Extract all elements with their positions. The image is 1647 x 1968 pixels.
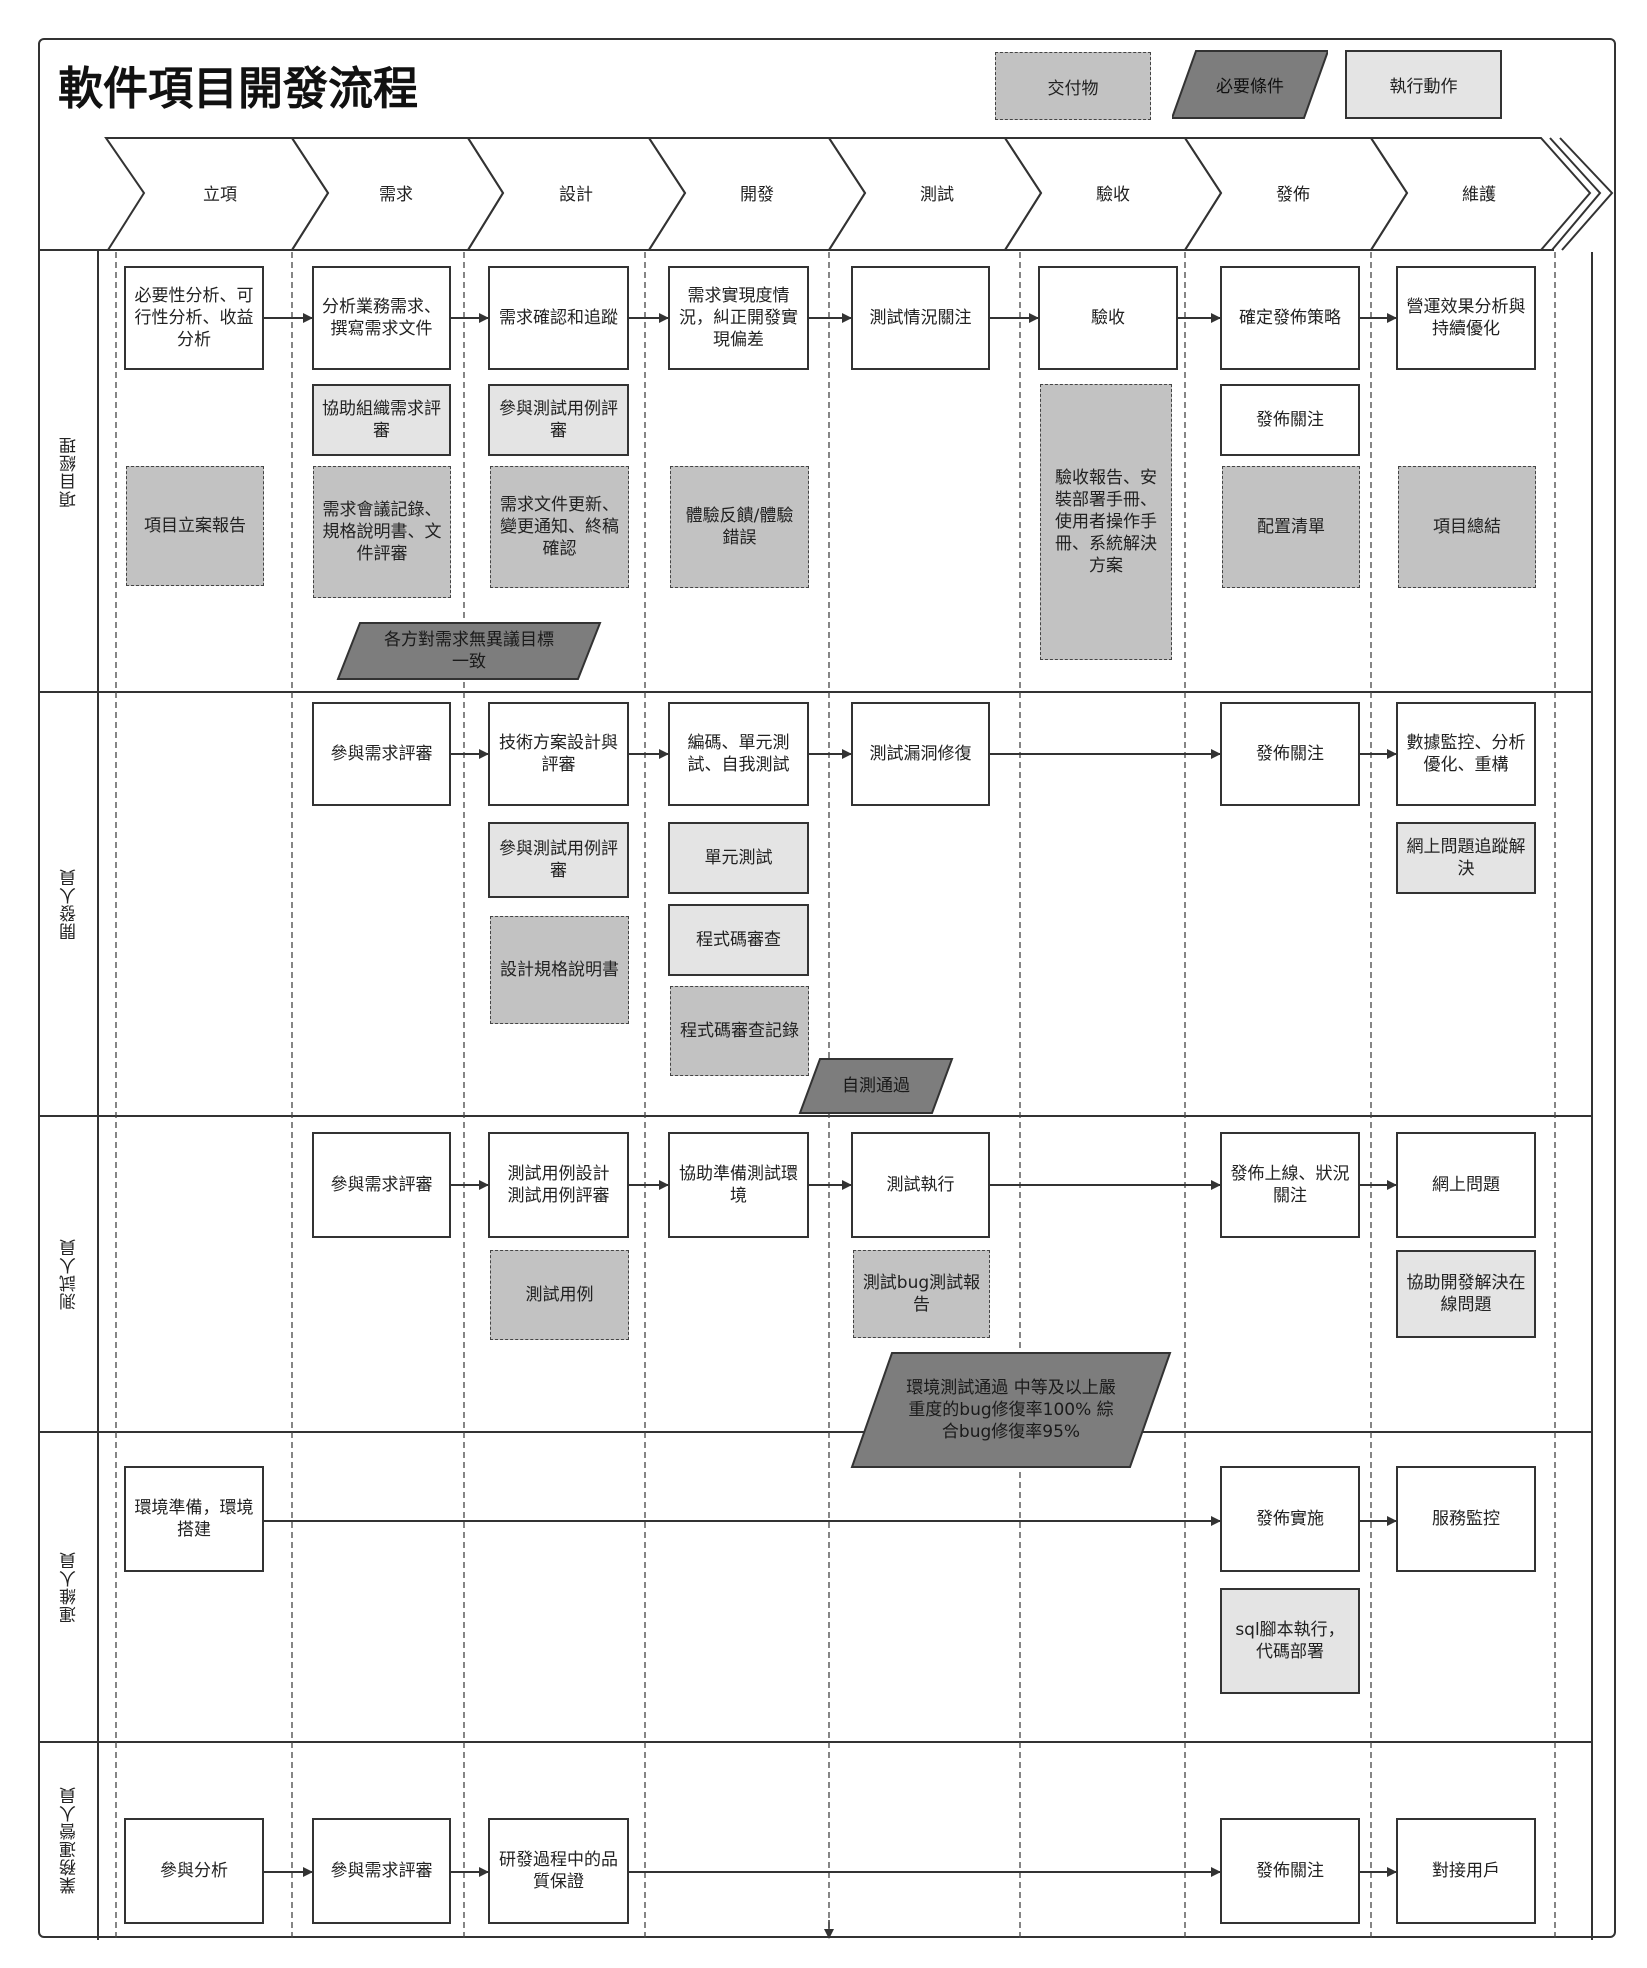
biz-maint-users[interactable]: 對接用戶 [1396,1818,1536,1924]
pm-release-strategy[interactable]: 確定發佈策略 [1220,266,1360,370]
qa-test-exec[interactable]: 測試執行 [851,1132,990,1238]
dev-design-tech[interactable]: 技術方案設計與評審 [488,702,629,806]
qa-dev-env[interactable]: 協助準備測試環境 [668,1132,809,1238]
legend-action-label: 執行動作 [1389,77,1458,97]
ops-release-exec[interactable]: 發佈實施 [1220,1466,1360,1572]
phase-label-initiation: 立項 [203,185,237,205]
qa-test-report[interactable]: 測試bug測試報告 [853,1250,990,1338]
lane-label-project-manager: 項目經理 [59,436,80,508]
phase-label-maintenance: 維護 [1462,185,1496,205]
dev-coding[interactable]: 編碼、單元測試、自我測試 [668,702,809,806]
legend-deliverable: 交付物 [995,52,1151,120]
phase-label-requirements: 需求 [379,185,413,205]
biz-join-analysis[interactable]: 參與分析 [124,1818,264,1924]
dev-design-testcase[interactable]: 參與測試用例評審 [488,822,629,898]
dev-code-review[interactable]: 程式碼審查 [668,904,809,976]
flow-arrows [264,313,1397,1877]
lane-label-ops: 運維人員 [59,1551,80,1623]
pm-req-condition[interactable]: 各方對需求無異議目標一致 [336,622,602,680]
legend-requirement: 必要條件 [1172,50,1328,119]
dev-code-review-log[interactable]: 程式碼審查記錄 [670,986,809,1076]
dev-release-watch[interactable]: 發佈關注 [1220,702,1360,806]
pm-initiation-report[interactable]: 項目立案報告 [126,466,264,586]
qa-req-review[interactable]: 參與需求評審 [312,1132,451,1238]
phase-label-design: 設計 [559,185,593,205]
legend-deliverable-label: 交付物 [1047,78,1099,99]
chevron-8 [1369,137,1592,251]
pm-initiation[interactable]: 必要性分析、可行性分析、收益分析 [124,266,264,370]
phase-label-testing: 測試 [920,185,954,205]
pm-release-watch[interactable]: 發佈關注 [1220,384,1360,456]
diagram-title: 軟件項目開發流程 [58,62,419,115]
pm-dev-feedback[interactable]: 體驗反饋/體驗錯誤 [670,466,809,588]
dev-bug-fix[interactable]: 測試漏洞修復 [851,702,990,806]
pm-test-watch[interactable]: 測試情況關注 [851,266,990,370]
dev-maint-monitor[interactable]: 數據監控、分析優化、重構 [1396,702,1536,806]
pm-maint-analysis[interactable]: 營運效果分析與持續優化 [1396,266,1536,370]
qa-maint-online[interactable]: 網上問題 [1396,1132,1536,1238]
qa-release-watch[interactable]: 發佈上線、狀況關注 [1220,1132,1360,1238]
legend-requirement-label: 必要條件 [1216,77,1284,97]
pm-design-docs[interactable]: 需求文件更新、變更通知、終稿確認 [490,466,629,588]
pm-dev-track[interactable]: 需求實現度情況，糾正開發實現偏差 [668,266,809,370]
lane-label-business: 業務運營人員 [59,1786,80,1894]
phase-label-acceptance: 驗收 [1096,185,1130,205]
ops-env-prepare[interactable]: 環境準備，環境搭建 [124,1466,264,1572]
lane-label-tester: 測試人員 [59,1238,80,1310]
pm-accept-docs[interactable]: 驗收報告、安裝部署手冊、使用者操作手冊、系統解決方案 [1040,384,1172,660]
qa-maint-assist[interactable]: 協助開發解決在線問題 [1396,1250,1536,1338]
ops-release-sql[interactable]: sql腳本執行，代碼部署 [1220,1588,1360,1694]
pm-req-review[interactable]: 協助組織需求評審 [312,384,451,456]
pm-release-config[interactable]: 配置清單 [1222,466,1360,588]
phase-bar [40,137,1614,251]
dev-unit-test[interactable]: 單元測試 [668,822,809,894]
chevron-outer-1 [1549,137,1602,251]
ops-maint-monitor[interactable]: 服務監控 [1396,1466,1536,1572]
phase-label-development: 開發 [740,185,774,205]
qa-design-case[interactable]: 測試用例設計 測試用例評審 [488,1132,629,1238]
qa-test-condition[interactable]: 環境測試通過 中等及以上嚴重度的bug修復率100% 綜合bug修復率95% [850,1352,1172,1468]
biz-quality[interactable]: 研發過程中的品質保證 [488,1818,629,1924]
pm-req-docs[interactable]: 需求會議記錄、規格說明書、文件評審 [313,466,451,598]
lane-label-developer: 開發人員 [59,868,80,940]
legend-requirement-shape [1172,50,1328,119]
qa-test-case[interactable]: 測試用例 [490,1250,629,1340]
phase-label-release: 發佈 [1276,185,1310,205]
legend-action: 執行動作 [1345,50,1502,119]
chevron-outer-2 [1559,137,1614,251]
pm-design-confirm[interactable]: 需求確認和追蹤 [488,266,629,370]
biz-release-watch[interactable]: 發佈關注 [1220,1818,1360,1924]
dev-req-review[interactable]: 參與需求評審 [312,702,451,806]
pm-maint-summary[interactable]: 項目總結 [1398,466,1536,588]
dev-design-spec[interactable]: 設計規格說明書 [490,916,629,1024]
pm-accept[interactable]: 驗收 [1038,266,1178,370]
pm-design-testcase[interactable]: 參與測試用例評審 [488,384,629,456]
pm-req-analysis[interactable]: 分析業務需求、撰寫需求文件 [312,266,451,370]
biz-req-review[interactable]: 參與需求評審 [312,1818,451,1924]
dev-maint-online[interactable]: 網上問題追蹤解決 [1396,822,1536,894]
lane-grid [40,250,1593,1940]
dev-self-test-pass[interactable]: 自測通過 [798,1058,954,1114]
